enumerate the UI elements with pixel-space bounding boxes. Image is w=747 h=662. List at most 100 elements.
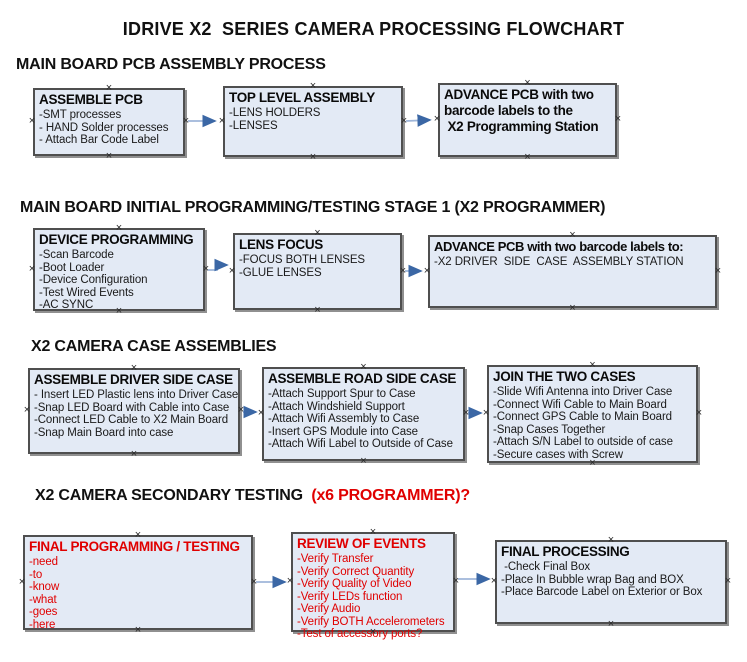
connection-point-icon: × (614, 113, 622, 125)
box-item: -Verify Correct Quantity (297, 565, 415, 578)
connection-point-icon: × (314, 227, 321, 239)
section-header-secondary-testing-black: X2 CAMERA SECONDARY TESTING (35, 487, 308, 504)
box-item: -Attach Wifi Label to Outside of Case (268, 438, 453, 450)
box-join-two-cases: ×××× JOIN THE TWO CASES -Slide Wifi Ante… (483, 360, 702, 469)
box-assemble-driver-side-case: × × × × ASSEMBLE DRIVER SIDE CASE - Insert … (24, 363, 244, 460)
section-header-secondary-testing-red: (x6 PROGRAMMER)? (307, 487, 470, 504)
box-final-processing: ×××× FINAL PROCESSING -Check Final Box -… (491, 535, 731, 630)
page-title: IDRIVE X2 SERIES CAMERA PROCESSING FLOWC… (122, 19, 625, 39)
box-title: ASSEMBLE ROAD SIDE CASE (268, 371, 457, 386)
box-item: -Place Barcode Label on Exterior or Box (501, 586, 703, 598)
box-item: -know (29, 581, 60, 593)
box-item: -Verify Quality of Video (297, 578, 412, 590)
connection-point-icon: × (202, 262, 210, 275)
connection-point-icon: × (218, 114, 226, 127)
box-lens-focus: × × × × LENS FOCUS -FOCUS BOTH LENSES -GLUE… (229, 228, 406, 316)
box-item: -Verify BOTH Accelerometers (297, 615, 445, 628)
connection-point-icon: × (695, 407, 703, 419)
section-header-pcb-assembly: MAIN BOARD PCB ASSEMBLY PROCESS (16, 56, 326, 73)
box-item: -Snap Cases Together (493, 423, 606, 436)
connection-point-icon: × (360, 455, 367, 467)
box-item: -goes (29, 606, 58, 618)
box-item: -Secure cases with Screw (493, 448, 623, 461)
connection-point-icon: × (569, 229, 576, 241)
arrow-r2-1 (208, 258, 229, 272)
connection-point-icon: × (433, 113, 441, 125)
box-item: -AC SYNC (39, 299, 94, 311)
box-item: -Attach Support Spur to Case (268, 388, 416, 400)
box-item: -LENS HOLDERS (229, 107, 321, 119)
box-final-programming-testing: ×××× FINAL PROGRAMMING / TESTING -need -… (19, 530, 257, 636)
box-item: -Attach S/N Label to outside of case (493, 436, 673, 448)
box-title: FINAL PROGRAMMING / TESTING (29, 539, 240, 554)
box-device-programming: ×××× DEVICE PROGRAMMING -Scan Barcode -B… (29, 223, 209, 317)
box-item: -Device Configuration (39, 274, 148, 286)
connection-point-icon: × (105, 82, 113, 94)
box-item: -X2 DRIVER SIDE CASE ASSEMBLY STATION (434, 256, 684, 268)
box-item: -Verify LEDs function (297, 590, 403, 603)
box-item: -SMT processes (39, 109, 122, 121)
connection-point-icon: × (130, 448, 138, 460)
box-item: -Attach Windshield Support (268, 400, 405, 413)
connection-point-icon: × (482, 407, 490, 419)
box-title: REVIEW OF EVENTS (297, 536, 426, 551)
connection-point-icon: × (369, 526, 377, 538)
box-item: -Snap Main Board into case (34, 426, 174, 439)
box-title: ASSEMBLE DRIVER SIDE CASE (34, 372, 233, 387)
box-title: ADVANCE PCB with two barcode labels to: (434, 239, 684, 254)
connection-point-icon: × (23, 404, 31, 416)
box-item: -Snap LED Board with Cable into Case (34, 401, 230, 414)
box-item: -Boot Loader (39, 261, 105, 274)
connection-point-icon: × (524, 151, 531, 163)
connection-point-icon: × (309, 80, 317, 92)
connection-point-icon: × (399, 264, 407, 277)
box-top-level-assembly: ×××× TOP LEVEL ASSEMBLY -LENS HOLDERS -L… (219, 81, 407, 163)
connection-point-icon: × (607, 534, 615, 546)
box-title: LENS FOCUS (239, 237, 324, 252)
connection-point-icon: × (130, 362, 138, 374)
connection-point-icon: × (360, 361, 367, 373)
box-item: -to (29, 568, 43, 581)
connection-point-icon: × (228, 264, 236, 277)
box-item: -Test of accessory ports? (297, 628, 423, 640)
arrow-r1-2 (405, 114, 432, 127)
connection-point-icon: × (18, 575, 26, 588)
box-title: TOP LEVEL ASSEMBLY (229, 90, 375, 105)
connection-point-icon: × (452, 575, 460, 587)
box-item: -need (29, 556, 58, 568)
connection-point-icon: × (115, 222, 123, 234)
box-item: -LENSES (229, 119, 278, 132)
box-title: FINAL PROCESSING (501, 544, 630, 559)
connection-point-icon: × (490, 575, 498, 587)
connection-point-icon: × (309, 151, 317, 163)
box-title: JOIN THE TWO CASES (493, 369, 636, 384)
box-title: ASSEMBLE PCB (39, 92, 143, 107)
section-header-initial-programming: MAIN BOARD INITIAL PROGRAMMING/TESTING S… (20, 199, 606, 216)
box-item: -Connect Wifi Cable to Main Board (493, 398, 667, 411)
connection-point-icon: × (250, 575, 258, 588)
box-item: -Attach Wifi Assembly to Case (268, 413, 420, 425)
connection-point-icon: × (28, 115, 36, 127)
box-advance-pcb-driver-side: ×××× ADVANCE PCB with two barcode labels… (424, 230, 721, 314)
connection-point-icon: × (314, 304, 321, 316)
connection-point-icon: × (423, 264, 431, 277)
box-item: -here (29, 618, 56, 631)
connection-point-icon: × (524, 77, 531, 89)
box-item: - Attach Bar Code Label (39, 134, 159, 146)
connection-point-icon: × (28, 262, 36, 275)
connection-point-icon: × (589, 359, 596, 371)
connection-point-icon: × (569, 302, 576, 314)
connection-point-icon: × (462, 407, 470, 419)
box-advance-pcb-programming-station: ×××× ADVANCE PCB with two barcode labels… (434, 78, 621, 163)
box-item: -FOCUS BOTH LENSES (239, 254, 365, 266)
section-header-secondary-testing: X2 CAMERA SECONDARY TESTING (x6 PROGRAMM… (35, 487, 470, 505)
box-item: -what (29, 593, 57, 606)
section-header-case-assemblies: X2 CAMERA CASE ASSEMBLIES (31, 338, 277, 355)
box-item: -GLUE LENSES (239, 266, 322, 279)
connection-point-icon: × (237, 404, 245, 416)
box-item: - HAND Solder processes (39, 121, 169, 134)
box-title: DEVICE PROGRAMMING (39, 232, 194, 247)
box-item: -Connect GPS Cable to Main Board (493, 411, 672, 423)
box-item: - Insert LED Plastic lens into Driver Ca… (34, 389, 239, 401)
